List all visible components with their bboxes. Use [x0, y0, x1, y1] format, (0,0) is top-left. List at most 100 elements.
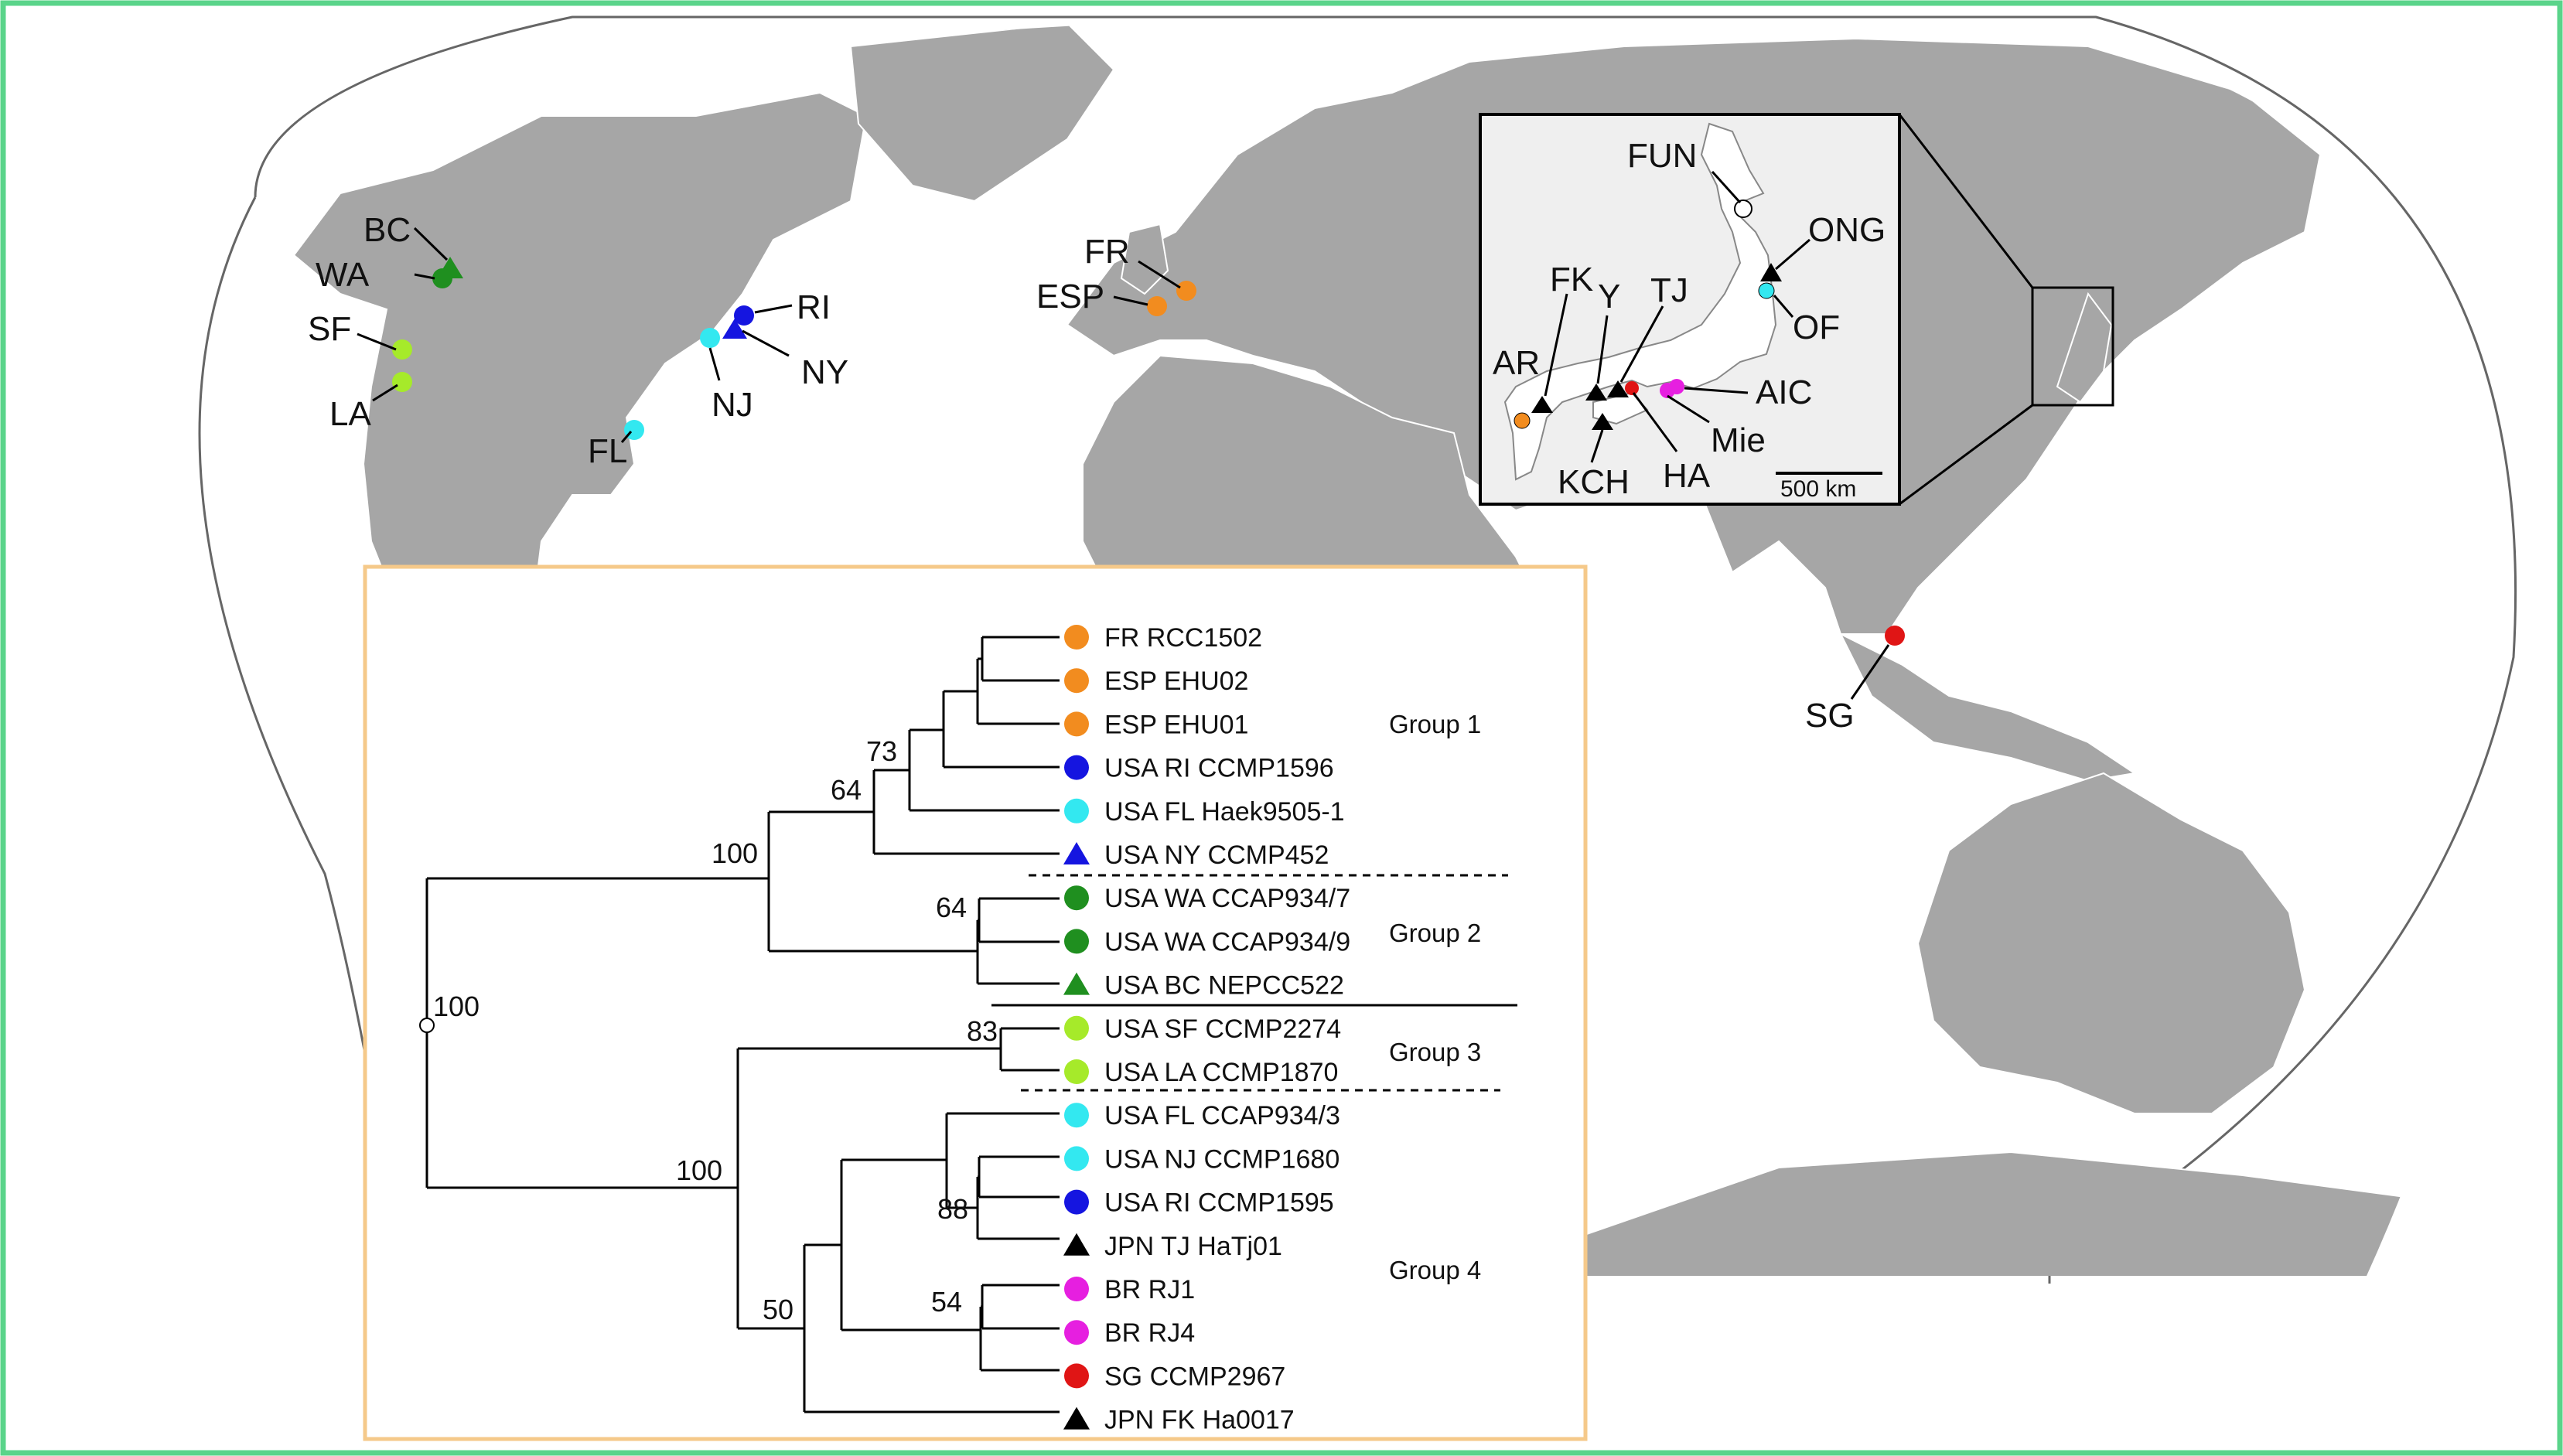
leaf-label: SG CCMP2967	[1104, 1362, 1285, 1391]
leaf-label: USA BC NEPCC522	[1104, 971, 1344, 1001]
leaf-marker	[1064, 625, 1089, 650]
inset-connector-bottom	[1899, 404, 2033, 506]
WA-label: WA	[316, 256, 370, 294]
leaf-marker	[1064, 1189, 1089, 1215]
leaf-label: USA FL Haek9505-1	[1104, 797, 1345, 827]
ONG-marker	[1760, 263, 1782, 281]
FR-leader	[1138, 260, 1181, 289]
leaf-label: ESP EHU01	[1104, 710, 1248, 739]
britain	[1120, 223, 1169, 295]
greenland	[849, 22, 1115, 203]
maritime-asia	[1838, 632, 2137, 783]
leaf-marker	[1064, 711, 1089, 737]
inset-frame	[1479, 113, 1901, 506]
ONG-leader	[1775, 238, 1810, 271]
antarctica	[1577, 1151, 2515, 1277]
NY-leader	[742, 329, 790, 357]
japan	[2056, 292, 2113, 404]
leaf-label: USA RI CCMP1595	[1104, 1188, 1334, 1218]
FUN-label: FUN	[1627, 137, 1697, 175]
australia	[1916, 772, 2306, 1114]
leaf-label: USA FL CCAP934/3	[1104, 1101, 1340, 1130]
group-1-label: Group 1	[1389, 710, 1481, 738]
SF-label: SF	[308, 310, 351, 348]
RI-leader	[754, 304, 793, 314]
NJ-marker	[700, 328, 720, 348]
HA-label: HA	[1663, 457, 1711, 495]
bootstrap-g4c: 54	[931, 1286, 962, 1318]
SF-leader	[357, 332, 397, 351]
bootstrap-g1: 100	[712, 837, 758, 869]
Y-label: Y	[1598, 278, 1620, 315]
AIC-label: AIC	[1756, 373, 1812, 411]
FK-label: FK	[1550, 261, 1593, 298]
leaf-label: BR RJ1	[1104, 1275, 1195, 1304]
leaf-marker	[1064, 885, 1089, 911]
leaf-label: USA WA CCAP934/9	[1104, 927, 1350, 956]
leaf-marker	[1064, 1363, 1089, 1389]
SG-leader	[1850, 644, 1890, 700]
tree-panel: 100 100 64 73 64 83 100 50 88 54 FR RCC1…	[363, 564, 1588, 1441]
map-sites: BC WA SF LA RI NY NJ FL FR ESP SG	[308, 211, 1905, 735]
leaf-marker	[1064, 798, 1089, 823]
AIC-leader	[1684, 387, 1749, 394]
leaf-marker	[1064, 1320, 1089, 1345]
leaf-label: USA WA CCAP934/7	[1104, 884, 1350, 913]
KCH-label: KCH	[1558, 463, 1630, 501]
leaf-label: JPN FK Ha0017	[1104, 1406, 1295, 1435]
NJ-leader	[708, 347, 721, 381]
ESP-label: ESP	[1036, 278, 1104, 315]
LA-label: LA	[329, 395, 371, 433]
leaf-marker	[1064, 668, 1089, 694]
FUN-leader	[1711, 170, 1742, 204]
AIC-marker	[1669, 379, 1684, 394]
SG-marker	[1885, 626, 1905, 646]
japan-box	[2031, 286, 2114, 407]
HA-leader	[1632, 392, 1678, 452]
leaf-label: JPN TJ HaTj01	[1104, 1232, 1282, 1261]
FR-marker	[1176, 281, 1196, 301]
inset-connector-top	[1898, 114, 2034, 288]
OF-marker	[1758, 282, 1775, 299]
FL-leader	[620, 431, 633, 443]
japan-outline	[1503, 122, 1777, 481]
bootstrap-g4b: 88	[937, 1193, 968, 1225]
leaf-marker	[1063, 1233, 1090, 1256]
Mie-leader	[1667, 394, 1710, 424]
FUN-marker	[1734, 199, 1752, 218]
group-3-label: Group 3	[1389, 1038, 1481, 1066]
RI-label: RI	[797, 288, 831, 326]
ONG-label: ONG	[1808, 211, 1886, 249]
LA-marker	[392, 372, 412, 392]
ESP-leader	[1113, 295, 1148, 306]
leaf-label: USA SF CCMP2274	[1104, 1014, 1341, 1044]
root-node	[419, 1018, 435, 1033]
HA-marker	[1625, 381, 1639, 395]
leaf-marker	[1063, 842, 1090, 864]
leaf-marker	[1064, 1146, 1089, 1171]
FL-label: FL	[588, 432, 627, 470]
leaf-marker	[1064, 929, 1089, 954]
WA-leader	[414, 273, 435, 280]
Y-marker	[1585, 384, 1607, 401]
leaf-marker	[1064, 1103, 1089, 1128]
leaf-label: USA NY CCMP452	[1104, 841, 1329, 870]
Mie-label: Mie	[1711, 421, 1766, 459]
SG-label: SG	[1805, 697, 1855, 735]
AR-marker	[1514, 412, 1531, 429]
scale-label: 500 km	[1780, 476, 1856, 502]
TJ-label: TJ	[1650, 271, 1688, 309]
WA-marker	[432, 268, 452, 288]
bootstrap-g4a: 50	[763, 1294, 793, 1325]
BC-label: BC	[363, 211, 411, 249]
ESP-marker	[1147, 296, 1167, 316]
FR-label: FR	[1084, 233, 1130, 271]
bootstrap-g1a: 64	[831, 774, 862, 806]
leaf-label: BR RJ4	[1104, 1318, 1195, 1348]
bootstrap-root: 100	[433, 991, 479, 1022]
bootstrap-g4: 100	[676, 1154, 722, 1186]
japan-inset: FUN ONG OF FK Y TJ AR AIC Mie KCH HA 500…	[1479, 113, 1901, 506]
NY-marker	[722, 319, 747, 339]
